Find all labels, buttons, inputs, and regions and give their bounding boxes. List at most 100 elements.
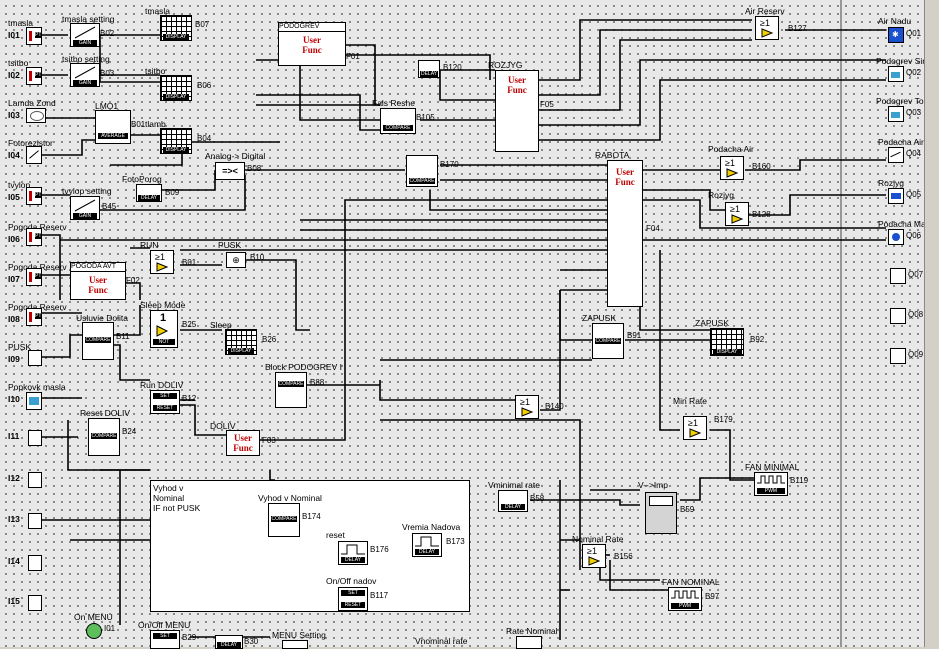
- input-i08-block[interactable]: PT: [26, 308, 42, 326]
- output-q09-block[interactable]: [890, 348, 906, 364]
- tmasla-setting-block[interactable]: GAIN: [70, 23, 100, 47]
- output-q01-block[interactable]: ✱: [888, 27, 904, 43]
- input-i12-block[interactable]: [28, 472, 42, 488]
- output-q04-block[interactable]: [888, 147, 904, 163]
- nominal-rate-or-block[interactable]: ≥1: [582, 544, 606, 568]
- output-label: Air Nadu: [878, 16, 912, 26]
- min-rate-or-block[interactable]: ≥1: [683, 416, 707, 440]
- input-i10-block[interactable]: [26, 392, 42, 410]
- reset-doliv-block[interactable]: COMPARE: [88, 418, 120, 456]
- block-podogrev-block[interactable]: COMPARE: [275, 372, 307, 408]
- fotoporog-block[interactable]: DELAY: [136, 184, 162, 202]
- power-button-icon[interactable]: [86, 623, 102, 639]
- input-label: Pogoda Reserv: [8, 222, 67, 232]
- input-i01-block[interactable]: PT: [26, 27, 42, 45]
- vminimal-rate-block[interactable]: DELAY: [498, 490, 528, 512]
- block-label: Sleep: [210, 320, 232, 330]
- tsitbo-setting-block[interactable]: GAIN: [70, 63, 100, 87]
- lmo1-block[interactable]: AVERAGE: [95, 110, 131, 144]
- vremia-nadova-block[interactable]: DELAY: [412, 533, 442, 557]
- zapusk-block[interactable]: COMPARE: [592, 323, 624, 359]
- air-reserv-or-block[interactable]: ≥1: [755, 16, 779, 40]
- output-q05-block[interactable]: [888, 188, 904, 204]
- svg-text:≥1: ≥1: [760, 18, 770, 28]
- user-func-text: Func: [507, 85, 527, 95]
- analog-digital-block[interactable]: =><: [215, 162, 245, 180]
- input-i14-block[interactable]: [28, 555, 42, 571]
- block-number: B11: [116, 332, 130, 341]
- input-i04-block[interactable]: [26, 146, 42, 164]
- svg-text:≥1: ≥1: [730, 204, 740, 214]
- block-label: Block PODOGREV I: [265, 362, 342, 372]
- tvylop-setting-block[interactable]: GAIN: [70, 196, 100, 220]
- vyhod-nominal-block[interactable]: COMPARE: [268, 503, 300, 537]
- thermometer-icon: [29, 232, 32, 242]
- usluvie-dolita-block[interactable]: COMPARE: [82, 322, 114, 360]
- b140-or-block[interactable]: ≥1: [515, 395, 539, 419]
- tsitbo-display-block[interactable]: DISPLAY: [160, 75, 192, 101]
- menu-setting-block[interactable]: [282, 640, 308, 649]
- block-number: B12: [182, 394, 197, 403]
- fan-minimal-pwm-block[interactable]: PWM: [754, 472, 788, 496]
- user-func-text: User: [303, 35, 321, 45]
- fan-nominal-pwm-block[interactable]: PWM: [668, 587, 702, 611]
- tlamb-display-block[interactable]: DISPLAY: [160, 128, 192, 154]
- input-i13-block[interactable]: [28, 513, 42, 529]
- block-label: ZAPUSK: [695, 318, 730, 328]
- pogoda-avt-user-func[interactable]: POGODA AVT User Func: [70, 262, 126, 300]
- plus-circle-icon: ⊕: [232, 255, 240, 265]
- input-i09-block[interactable]: [28, 350, 42, 366]
- block-label: Rozjyg: [708, 190, 734, 200]
- reset-delay-block[interactable]: DELAY: [338, 541, 368, 565]
- rozjyg-user-func[interactable]: User Func: [495, 70, 539, 152]
- doliv-user-func[interactable]: User Func: [226, 430, 260, 456]
- output-q06-block[interactable]: [888, 229, 904, 245]
- rabota-user-func[interactable]: User Func: [607, 160, 643, 307]
- output-q08-block[interactable]: [890, 308, 906, 324]
- input-i02-block[interactable]: PT: [26, 67, 42, 85]
- b120-delay-block[interactable]: DELAY: [418, 60, 440, 78]
- block-number: B59: [680, 505, 695, 514]
- output-q03-block[interactable]: [888, 106, 904, 122]
- sleep-display-block[interactable]: DISPLAY: [225, 329, 257, 355]
- b170-block[interactable]: COMPARE: [406, 155, 438, 187]
- fals-reshe-block[interactable]: COMPARE: [380, 108, 416, 134]
- output-q07-block[interactable]: [890, 268, 906, 284]
- input-i03-block[interactable]: [26, 108, 46, 123]
- pwm-wave-icon: [671, 590, 699, 599]
- v-imp-block[interactable]: [645, 492, 677, 534]
- block-number: B173: [446, 537, 465, 546]
- or-gate-icon: ≥1: [688, 418, 702, 438]
- block-label: tvylop setting: [62, 186, 112, 196]
- output-q02-block[interactable]: [888, 66, 904, 82]
- block-number: B119: [790, 476, 809, 485]
- vertical-scrollbar[interactable]: [924, 0, 939, 647]
- pusk-block[interactable]: ⊕: [226, 252, 246, 268]
- user-func-text: Func: [88, 285, 108, 295]
- rozjyg-or-block[interactable]: ≥1: [725, 202, 749, 226]
- input-id: I03: [8, 110, 20, 120]
- block-label: PUSK: [218, 240, 242, 250]
- podogrev-user-func[interactable]: PODOGREV User Func: [278, 22, 346, 66]
- zapusk-display-block[interactable]: DISPLAY: [710, 328, 744, 356]
- run-or-block[interactable]: ≥1: [150, 250, 174, 274]
- block-label: tsitbo: [145, 66, 166, 76]
- output-label: Podacha Masla: [878, 219, 937, 229]
- input-i15-block[interactable]: [28, 595, 42, 611]
- tmasla-display-block[interactable]: DISPLAY: [160, 15, 192, 41]
- input-i07-block[interactable]: PT: [26, 268, 42, 286]
- input-i06-block[interactable]: PT: [26, 228, 42, 246]
- podacha-air-or-block[interactable]: ≥1: [720, 156, 744, 180]
- input-i11-block[interactable]: [28, 430, 42, 446]
- rate-nominal-block[interactable]: [516, 636, 542, 649]
- output-id: Q08: [908, 310, 924, 319]
- on-off-menu-block[interactable]: SET: [150, 630, 180, 649]
- block-label: tmasla setting: [62, 14, 115, 24]
- calculator-icon: [649, 496, 673, 506]
- level-icon: [29, 397, 39, 405]
- user-func-text: Func: [233, 443, 253, 453]
- input-i05-block[interactable]: PT: [26, 187, 42, 205]
